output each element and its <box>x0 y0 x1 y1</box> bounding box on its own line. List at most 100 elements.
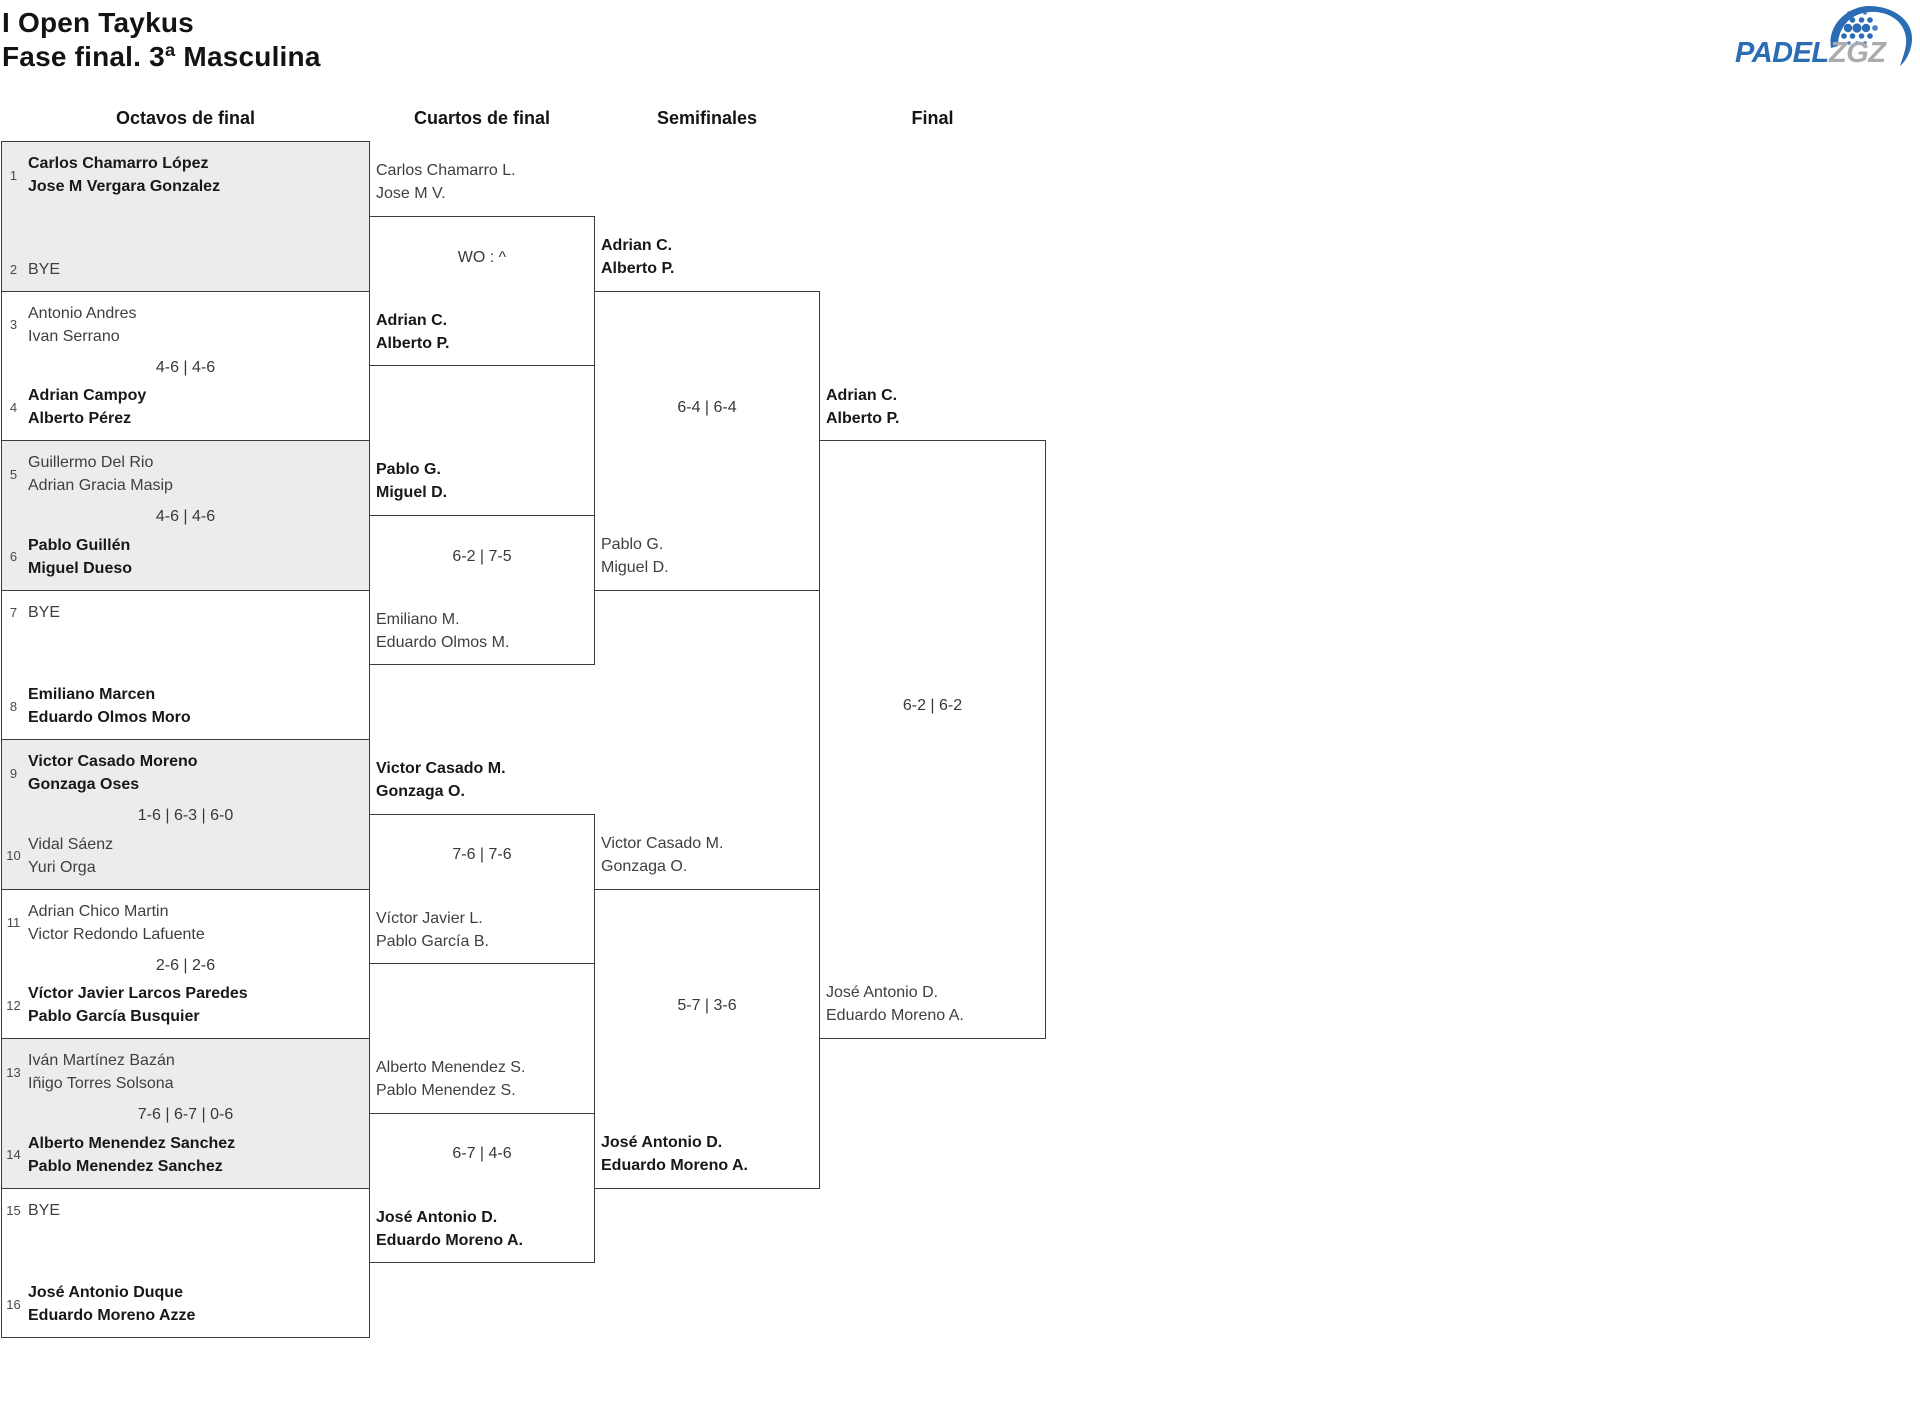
player-name: Alberto P. <box>601 260 675 277</box>
player-name: Pablo Menendez S. <box>376 1082 516 1099</box>
player-name: Alberto Menendez S. <box>376 1059 526 1076</box>
team-slot: 2 BYE <box>2 258 60 281</box>
cuartos-team-label: Carlos Chamarro L.Jose M V. <box>376 159 592 205</box>
player-name: Pablo Guillén <box>28 536 131 554</box>
seed-number: 12 <box>6 997 21 1013</box>
semifinal-team-label: Adrian C.Alberto P. <box>601 234 817 280</box>
final-team-label: José Antonio D.Eduardo Moreno A. <box>826 981 1042 1027</box>
semifinal-match-2-box <box>594 888 820 1189</box>
player-name: Eduardo Moreno A. <box>376 1231 523 1249</box>
round-header-semifinales: Semifinales <box>656 108 758 128</box>
player-name: Víctor Javier Larcos Paredes <box>28 985 248 1002</box>
player-name: Carlos Chamarro López <box>28 155 209 172</box>
logo-padel-text: PADEL <box>1735 37 1829 69</box>
match-score: 6-2 | 6-2 <box>902 697 963 715</box>
seed-number: 9 <box>9 765 18 781</box>
match-score: 7-6 | 6-7 | 0-6 <box>137 1106 234 1123</box>
player-name: BYE <box>28 1201 61 1219</box>
cuartos-team-label: Adrian C. Alberto P. <box>376 309 592 355</box>
player-name: Alberto P. <box>826 409 900 427</box>
page-title-block: I Open Taykus Fase final. 3ª Masculina <box>2 6 321 74</box>
player-name: Gonzaga Oses <box>28 776 140 793</box>
player-name: Victor Redondo Lafuente <box>28 925 205 943</box>
round-header-cuartos: Cuartos de final <box>413 108 551 128</box>
semifinal-team-label: Pablo G.Miguel D. <box>601 533 817 579</box>
player-name: Alberto Pérez <box>28 410 132 427</box>
player-name: Ivan Serrano <box>28 327 120 345</box>
player-name: Pablo García Busquier <box>28 1008 200 1025</box>
cuartos-team-label: Víctor Javier L. Pablo García B. <box>376 907 592 953</box>
player-name: Adrian C. <box>376 311 448 329</box>
player-name: Eduardo Moreno A. <box>601 1157 748 1174</box>
seed-number: 16 <box>6 1296 21 1312</box>
player-name: José Antonio D. <box>601 1134 723 1151</box>
player-name: Vidal Sáenz <box>28 835 114 853</box>
seed-number: 14 <box>6 1147 21 1162</box>
round-header-final: Final <box>911 108 954 128</box>
match-score: 5-7 | 3-6 <box>677 996 737 1014</box>
final-match-box <box>819 440 1046 1039</box>
match-score <box>2 655 369 678</box>
player-name: Miguel Dueso <box>28 559 133 577</box>
seed-number: 4 <box>9 399 18 415</box>
cuartos-team-label: Emiliano M. Eduardo Olmos M. <box>376 608 592 654</box>
match-score: 2-6 | 2-6 <box>155 956 216 974</box>
player-name: Víctor Javier L. <box>376 909 483 927</box>
tournament-subtitle: Fase final. 3ª Masculina <box>2 41 321 72</box>
team-slot: 15 BYE <box>2 1199 60 1222</box>
player-name: José Antonio D. <box>826 984 939 1001</box>
player-name: Victor Casado Moreno <box>28 753 198 770</box>
player-name: Jose M Vergara Gonzalez <box>28 178 221 195</box>
seed-number: 15 <box>6 1202 21 1218</box>
seed-number: 5 <box>9 466 18 482</box>
player-name: BYE <box>28 260 61 278</box>
player-name: Pablo G. <box>376 461 441 478</box>
player-name: Carlos Chamarro L. <box>376 162 516 179</box>
player-name: Emiliano Marcen <box>28 686 156 703</box>
logo-zgz-text: ZGZ <box>1828 37 1887 69</box>
logo-swoosh <box>1830 6 1913 66</box>
seed-number: 13 <box>6 1064 21 1080</box>
player-name: Victor Casado M. <box>601 835 724 852</box>
round-header-octavos: Octavos de final <box>115 108 256 128</box>
player-name: Antonio Andres <box>28 304 137 322</box>
player-name: Adrian Gracia Masip <box>28 477 173 494</box>
seed-number: 2 <box>9 261 18 277</box>
team-slot: 7 BYE <box>2 601 60 624</box>
match-score: WO : ^ <box>457 248 507 266</box>
player-name: Emiliano M. <box>376 611 460 628</box>
seed-number: 7 <box>9 604 18 620</box>
player-name: Victor Casado M. <box>376 760 506 777</box>
player-name: Alberto P. <box>376 334 450 352</box>
player-name: Adrian C. <box>826 386 898 404</box>
logo-ball-dots <box>1836 11 1878 45</box>
player-name: Pablo García B. <box>376 932 489 950</box>
final-team-label: Adrian C. Alberto P. <box>826 384 1042 430</box>
seed-number: 10 <box>6 848 21 863</box>
padelzgz-logo: PADEL ZGZ <box>1735 6 1913 69</box>
player-name: Gonzaga O. <box>376 783 465 800</box>
player-name: Eduardo Olmos M. <box>376 634 510 651</box>
seed-number: 3 <box>9 317 18 332</box>
player-name: Eduardo Moreno Azze <box>28 1307 196 1324</box>
player-name: BYE <box>28 603 61 621</box>
match-score: 6-2 | 7-5 <box>452 547 512 565</box>
cuartos-team-label: Alberto Menendez S. Pablo Menendez S. <box>376 1056 592 1102</box>
player-name: Pablo G. <box>601 536 664 553</box>
